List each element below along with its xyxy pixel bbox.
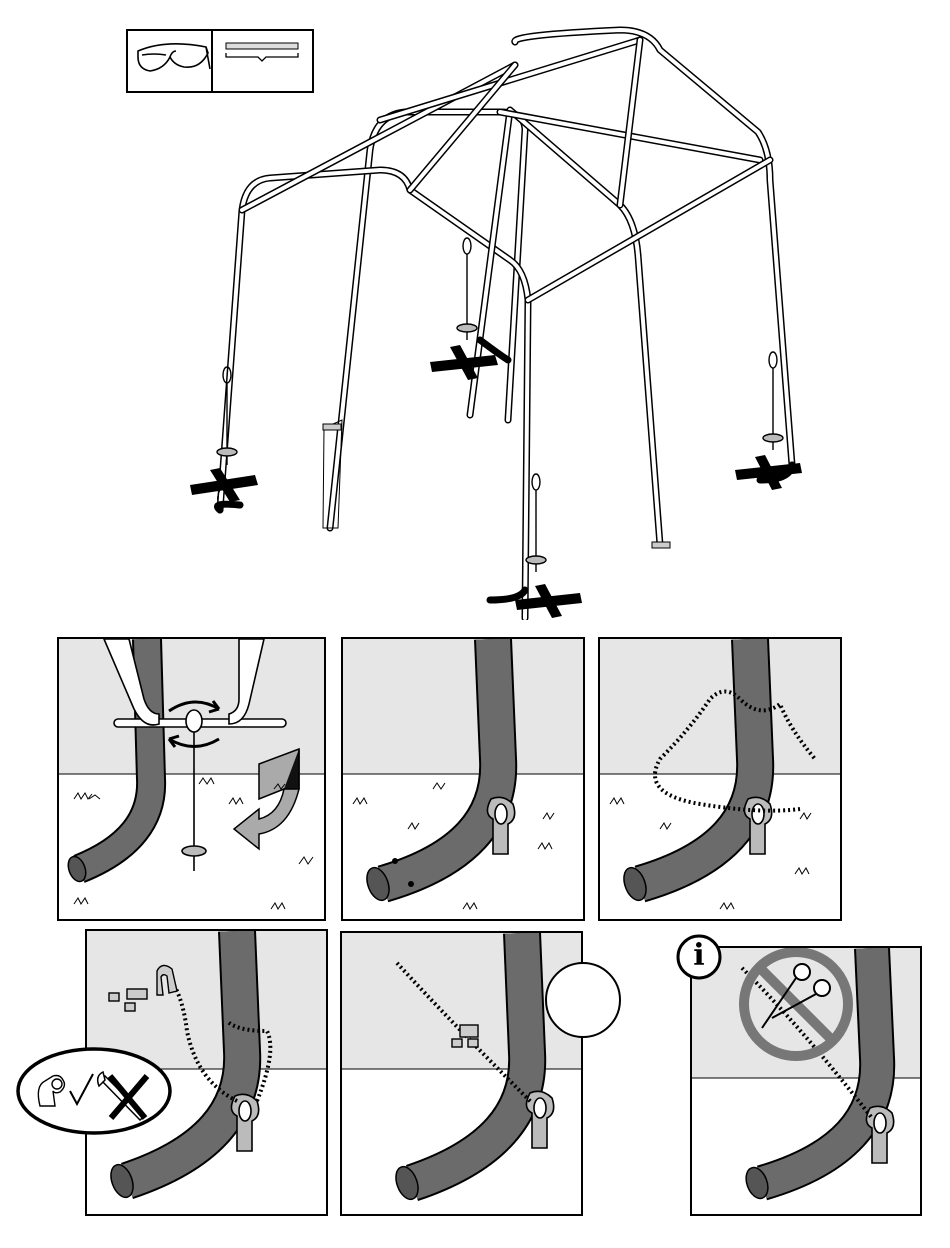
step-6-panel: [690, 946, 922, 1216]
step-2-panel: [341, 637, 585, 921]
step-1-panel: [57, 637, 326, 921]
auger-anchor-icon: [457, 238, 477, 340]
auger-anchor-icon: [763, 352, 783, 450]
tighten-callout: [15, 1046, 173, 1136]
frame-diagram: [180, 20, 820, 620]
blank-callout-circle: [544, 961, 622, 1039]
info-letter: i: [675, 937, 723, 975]
step-3-panel: [598, 637, 842, 921]
x-mark-icon: [430, 345, 498, 380]
info-icon: i: [675, 933, 723, 981]
